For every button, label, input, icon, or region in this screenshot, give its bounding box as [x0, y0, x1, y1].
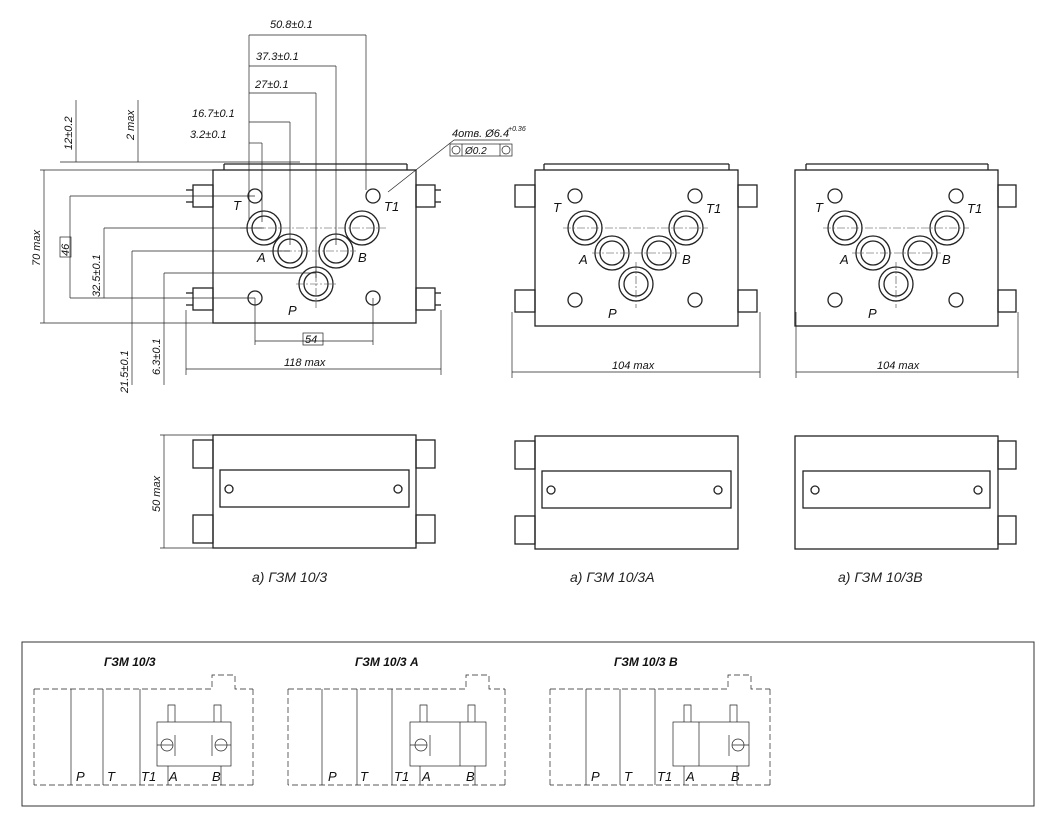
port-label-t1: T1	[706, 201, 721, 216]
dim-32-5: 32.5±0.1	[91, 254, 103, 297]
view-gzm-10-3a-side	[514, 435, 739, 550]
dim-70-max: 70 max	[31, 229, 43, 266]
port-label-t: T	[553, 200, 562, 215]
schem-label-p: P	[591, 769, 600, 784]
schem-label-t1: T1	[394, 769, 409, 784]
dim-3-2: 3.2±0.1	[190, 129, 227, 141]
port-label-b: B	[682, 252, 691, 267]
schem-label-t: T	[624, 769, 633, 784]
schem-label-t1: T1	[657, 769, 672, 784]
view-gzm-10-3v-top: T T1 A B P 104 max	[794, 163, 1019, 378]
schem-label-p: P	[76, 769, 85, 784]
port-label-t1: T1	[384, 199, 399, 214]
schem-label-t1: T1	[141, 769, 156, 784]
port-label-p: P	[288, 303, 297, 318]
port-label-t: T	[233, 198, 242, 213]
holes-tolerance: +0.36	[508, 126, 526, 133]
dim-54: 54	[305, 334, 317, 346]
dim-46: 46	[60, 243, 72, 256]
dim-27: 27±0.1	[254, 79, 289, 91]
schem-label-b: B	[466, 769, 475, 784]
view-gzm-10-3-side: 50 max	[151, 434, 436, 549]
schem-label-t: T	[107, 769, 116, 784]
caption-gzm-10-3v: а) ГЗМ 10/3В	[838, 569, 923, 585]
schematic-title: ГЗМ 10/3 В	[614, 655, 678, 669]
schem-label-a: A	[685, 769, 695, 784]
schematic-title: ГЗМ 10/3	[104, 655, 156, 669]
schem-label-p: P	[328, 769, 337, 784]
schem-label-b: B	[731, 769, 740, 784]
dim-16-7: 16.7±0.1	[192, 108, 235, 120]
dim-50-max: 50 max	[151, 475, 163, 512]
view-gzm-10-3-top: T T1 A B P 50.8±0.1 37.3±0.1 27±0.1 16.7…	[31, 19, 526, 394]
schem-label-a: A	[168, 769, 178, 784]
schematic-gzm-10-3v: ГЗМ 10/3 В P T T1 A B	[549, 655, 771, 786]
port-label-t: T	[815, 200, 824, 215]
dim-2-max: 2 max	[125, 110, 137, 141]
dim-6-3: 6.3±0.1	[151, 338, 163, 375]
schem-label-a: A	[421, 769, 431, 784]
port-label-a: A	[839, 252, 849, 267]
position-tolerance: Ø0.2	[464, 146, 487, 157]
dim-104-max: 104 max	[612, 360, 655, 372]
schematic-title: ГЗМ 10/3 А	[355, 655, 419, 669]
caption-gzm-10-3a: а) ГЗМ 10/3А	[570, 569, 655, 585]
port-label-p: P	[868, 306, 877, 321]
dim-50-8: 50.8±0.1	[270, 19, 313, 31]
dim-37-3: 37.3±0.1	[256, 51, 299, 63]
view-gzm-10-3v-side	[794, 435, 1017, 550]
view-gzm-10-3a-top: T T1 A B P 104 max	[511, 163, 761, 378]
port-label-b: B	[358, 250, 367, 265]
port-label-t1: T1	[967, 201, 982, 216]
schem-label-t: T	[360, 769, 369, 784]
holes-callout: 4отв. Ø6.4	[452, 128, 509, 140]
schem-label-b: B	[212, 769, 221, 784]
dim-104-max: 104 max	[877, 360, 920, 372]
port-label-b: B	[942, 252, 951, 267]
port-label-a: A	[578, 252, 588, 267]
schematic-gzm-10-3a: ГЗМ 10/3 А P T T1 A B	[287, 655, 506, 786]
port-label-p: P	[608, 306, 617, 321]
caption-gzm-10-3: а) ГЗМ 10/3	[252, 569, 327, 585]
dim-12: 12±0.2	[63, 116, 75, 150]
port-label-a: A	[256, 250, 266, 265]
schematic-panel	[21, 641, 1035, 807]
dim-21-5: 21.5±0.1	[119, 350, 131, 394]
schematic-gzm-10-3: ГЗМ 10/3 P T T1 A B	[33, 655, 254, 786]
dim-118-max: 118 max	[284, 357, 326, 369]
